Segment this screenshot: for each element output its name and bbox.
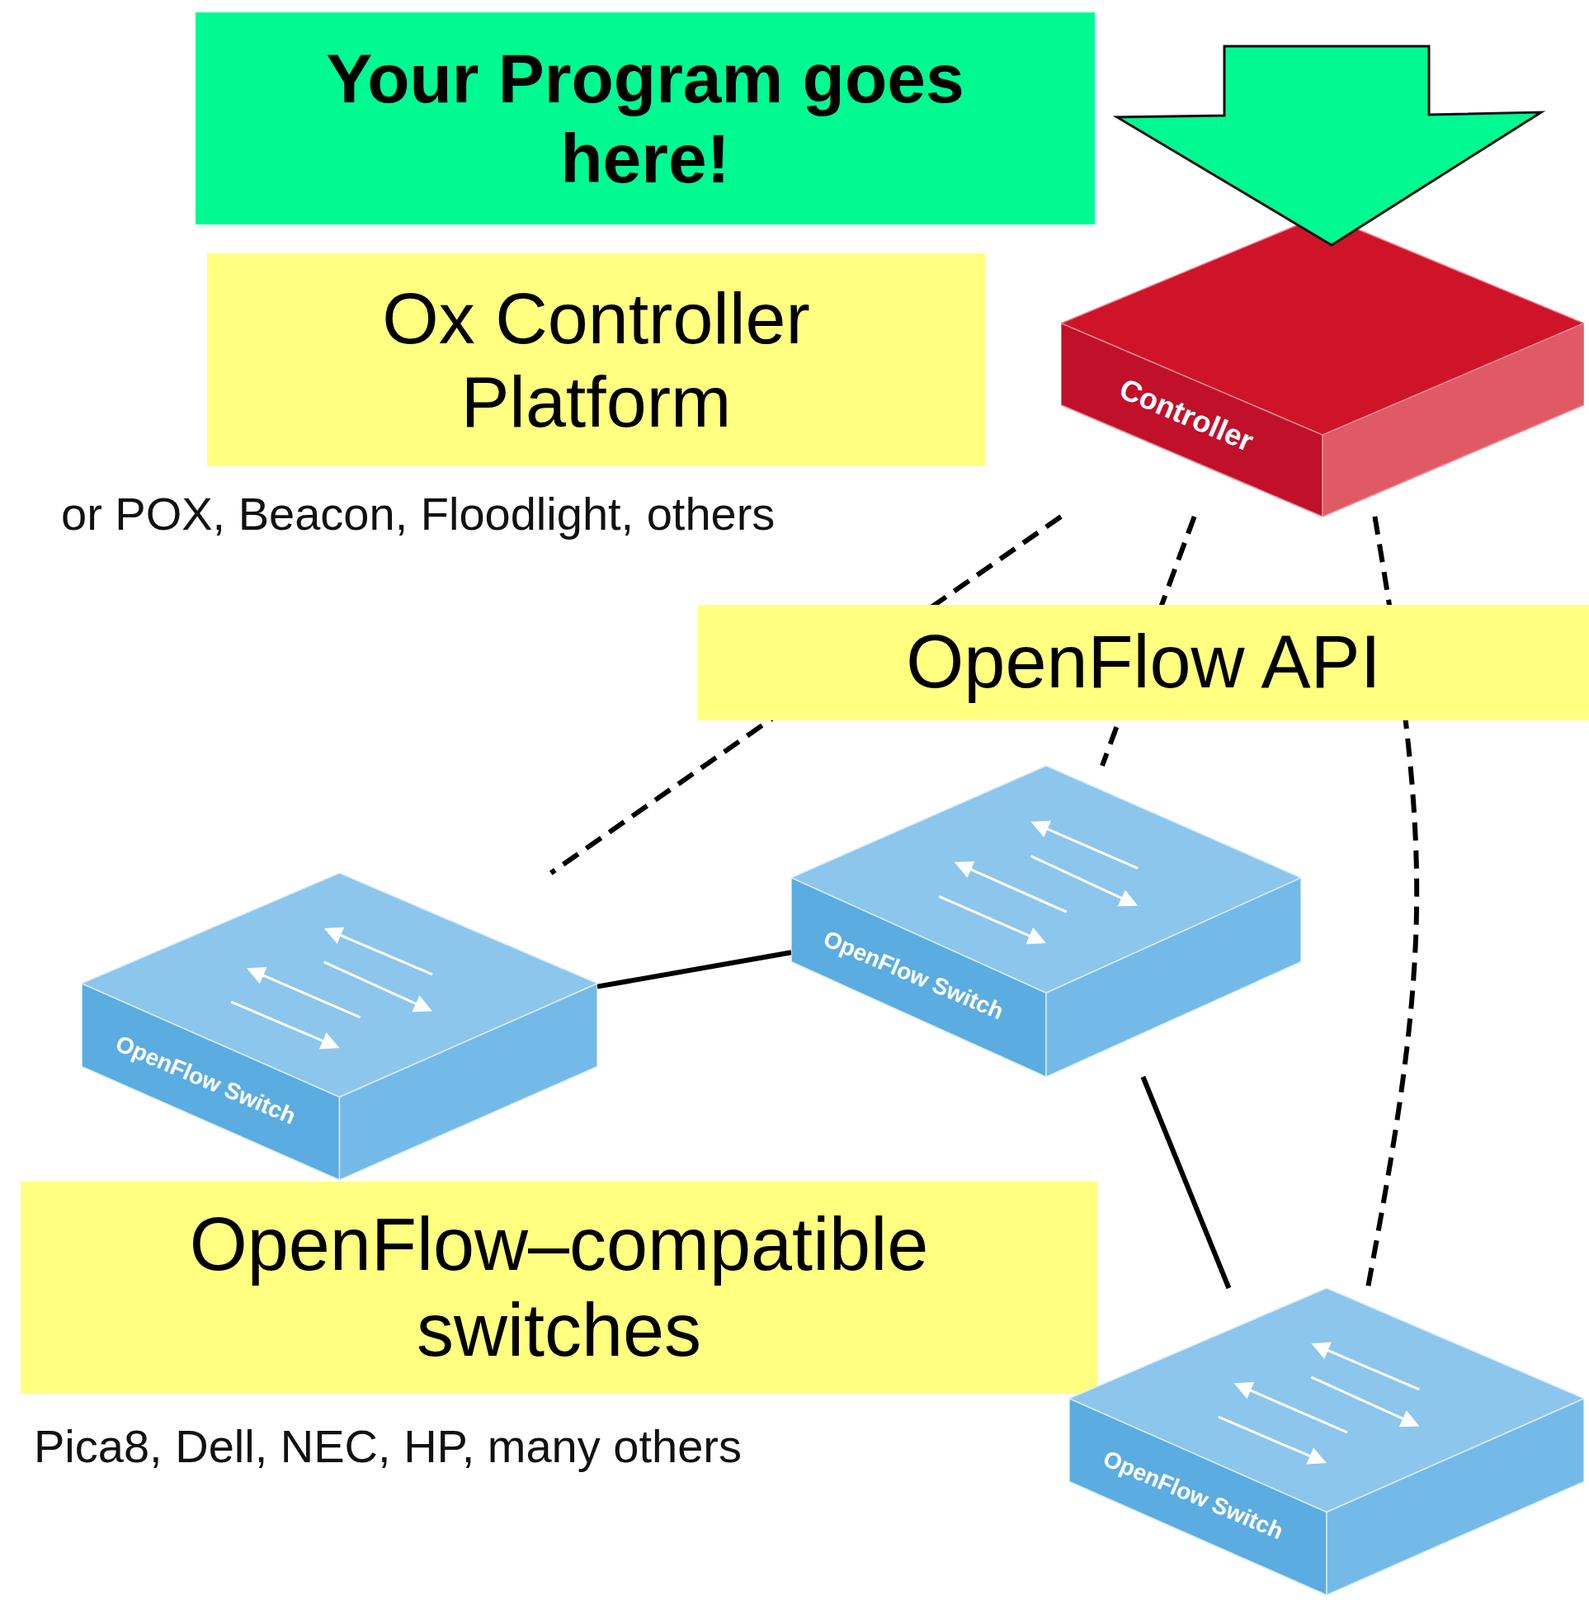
- flow-arrowhead: [411, 994, 433, 1012]
- slab-face: [339, 983, 599, 1180]
- flow-arrow: [255, 971, 360, 1018]
- box-text: Ox Controller Platform: [299, 276, 894, 444]
- flow-arrowhead: [1306, 1447, 1327, 1464]
- flow-arrow: [1243, 1386, 1348, 1433]
- flow-arrow: [1030, 855, 1129, 901]
- flow-arrow: [333, 932, 433, 975]
- slab-face: [81, 983, 340, 1180]
- flow-arrowhead: [319, 1032, 340, 1049]
- switches-box: OpenFlow–compatible switches: [20, 1181, 1098, 1394]
- flow-arrowhead: [1030, 820, 1052, 838]
- flow-arrowhead: [246, 966, 268, 984]
- program-box: Your Program goes here!: [195, 12, 1095, 225]
- slab-face: [1322, 323, 1585, 517]
- flow-arrowhead: [1310, 1341, 1332, 1358]
- data-link: [1142, 1076, 1229, 1288]
- switch-box: OpenFlow Switch: [791, 765, 1302, 1077]
- slab-shape: [81, 872, 598, 1180]
- flow-arrow: [1039, 825, 1138, 869]
- flow-arrowhead: [1117, 889, 1139, 906]
- slab-face: [791, 877, 1047, 1077]
- slab-face: [1326, 1398, 1585, 1595]
- flow-arrow: [963, 866, 1067, 912]
- flow-arrowhead: [324, 926, 345, 944]
- slab-shape: [1060, 214, 1585, 517]
- box-text: OpenFlow–compatible switches: [113, 1202, 1005, 1373]
- flow-arrow: [1320, 1347, 1420, 1390]
- flow-arrow: [1218, 1416, 1318, 1459]
- flow-arrowhead: [1025, 927, 1047, 944]
- slab-face: [1060, 323, 1323, 517]
- api-box: OpenFlow API: [697, 604, 1589, 721]
- pointer-arrow: [1117, 46, 1542, 246]
- flow-arrowhead: [954, 861, 976, 878]
- flow-arrow: [938, 895, 1038, 939]
- slab-shape: [791, 765, 1302, 1077]
- flow-arrowhead: [1234, 1381, 1255, 1399]
- box-text: OpenFlow API: [905, 619, 1381, 706]
- slab-face: [1069, 1398, 1327, 1595]
- platform-box: Ox Controller Platform: [207, 253, 986, 467]
- box-text: Your Program goes here!: [273, 38, 1017, 199]
- flow-arrow: [1310, 1376, 1410, 1423]
- controller-box: Controller: [1060, 214, 1585, 517]
- vendor-note: Pica8, Dell, NEC, HP, many others: [33, 1419, 742, 1473]
- switch-box: OpenFlow Switch: [1069, 1287, 1585, 1595]
- data-link: [597, 952, 792, 986]
- flow-arrow: [231, 1001, 331, 1044]
- flow-arrow: [324, 961, 424, 1008]
- slab-face: [1046, 877, 1302, 1077]
- flow-arrowhead: [1399, 1409, 1420, 1427]
- vendor-note: or POX, Beacon, Floodlight, others: [61, 486, 775, 541]
- slab-shape: [1069, 1287, 1585, 1595]
- switch-box: OpenFlow Switch: [81, 872, 598, 1180]
